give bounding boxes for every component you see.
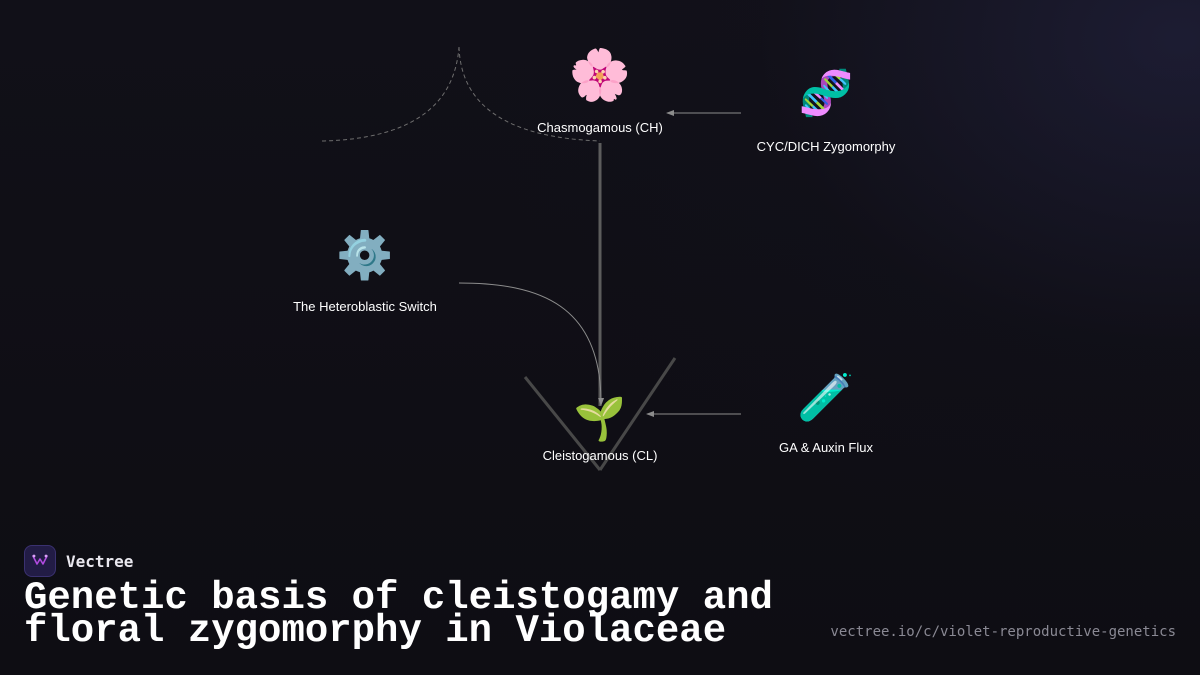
node-label-cleistogamous: Cleistogamous (CL) bbox=[542, 448, 658, 463]
gear-icon: ⚙️ bbox=[336, 228, 394, 282]
dna-icon: 🧬 bbox=[798, 68, 854, 119]
node-label-cyc-dich: CYC/DICH Zygomorphy bbox=[756, 139, 896, 154]
node-label-heteroblastic-switch: The Heteroblastic Switch bbox=[293, 299, 437, 314]
node-label-chasmogamous: Chasmogamous (CH) bbox=[537, 120, 663, 135]
page-title: Genetic basis of cleistogamy and floral … bbox=[24, 576, 773, 653]
vectree-logo-mark bbox=[32, 554, 48, 565]
node-label-ga-auxin: GA & Auxin Flux bbox=[779, 440, 873, 455]
seedling-icon: 🌱 bbox=[573, 394, 627, 443]
node-cleistogamous: 🌱 Cleistogamous (CL) bbox=[500, 394, 700, 464]
edge-cl-v-left bbox=[523, 376, 602, 471]
vectree-logo-icon bbox=[24, 545, 56, 577]
brand: Vectree bbox=[24, 544, 133, 578]
brand-name: Vectree bbox=[66, 551, 134, 571]
node-chasmogamous: 🌸 Chasmogamous (CH) bbox=[500, 50, 700, 135]
cherry-blossom-icon: 🌸 bbox=[568, 46, 632, 104]
node-heteroblastic-switch: ⚙️ The Heteroblastic Switch bbox=[265, 232, 465, 314]
edge-cl-v-right bbox=[598, 357, 677, 471]
node-ga-auxin-flux: 🧪 GA & Auxin Flux bbox=[726, 374, 926, 455]
test-tube-icon: 🧪 bbox=[797, 370, 855, 424]
dashed-arc-right bbox=[458, 46, 601, 142]
node-cyc-dich-zygomorphy: 🧬 CYC/DICH Zygomorphy bbox=[726, 68, 926, 155]
dashed-arc-left bbox=[321, 46, 460, 142]
edge-het-to-cl bbox=[458, 282, 605, 406]
source-url: vectree.io/c/violet-reproductive-genetic… bbox=[830, 624, 1176, 640]
